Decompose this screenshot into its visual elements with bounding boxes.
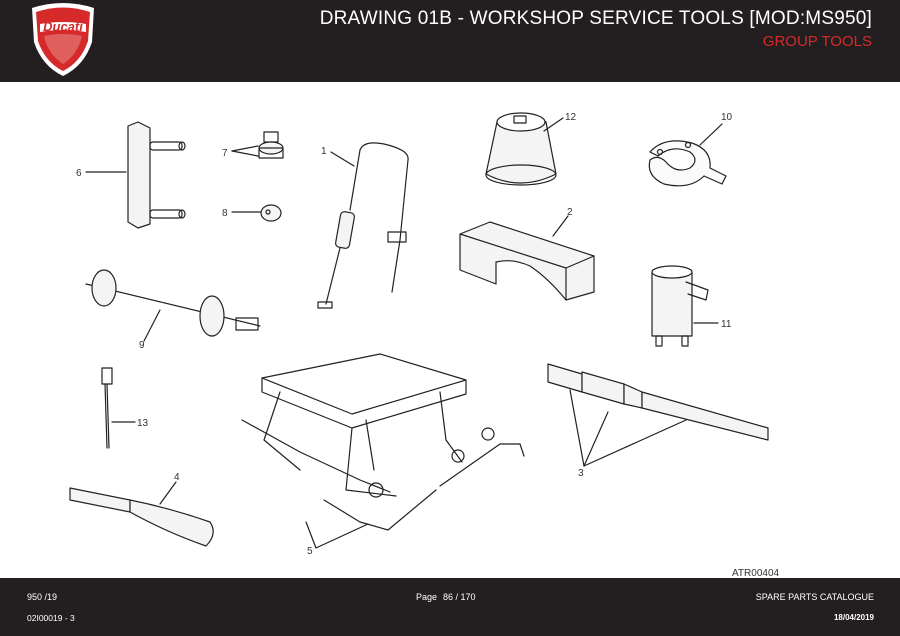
callout-4: 4	[174, 472, 180, 483]
tool-5-drawing	[241, 353, 525, 531]
ducati-logo-icon: Ducati	[32, 3, 94, 76]
callout-2: 2	[567, 207, 573, 218]
model-year: 950 /19	[27, 592, 58, 602]
callout-13: 13	[137, 418, 149, 429]
catalogue-name: SPARE PARTS CATALOGUE	[755, 592, 874, 602]
page-number: 86 / 170	[443, 592, 476, 602]
tool-7-drawing	[258, 131, 284, 159]
tool-2-drawing	[459, 221, 595, 301]
callout-3: 3	[578, 468, 584, 479]
callout-12: 12	[565, 112, 577, 123]
svg-text:Ducati: Ducati	[43, 19, 83, 34]
callout-6: 6	[76, 168, 82, 179]
callout-7: 7	[222, 148, 228, 159]
tool-9-drawing	[85, 269, 261, 337]
exploded-drawing: 1 2 3 4 5 6 7 8 9 10 11 12 13	[0, 82, 900, 578]
tool-8-drawing	[260, 204, 282, 222]
callout-10: 10	[721, 112, 733, 123]
callout-11: 11	[721, 319, 732, 330]
tool-1-drawing	[317, 142, 409, 309]
tool-3-drawing	[547, 363, 769, 441]
catalogue-code: 02I00019 - 3	[27, 613, 75, 623]
drawing-reference: ATR00404	[732, 568, 780, 579]
page-indicator: Page 86 / 170	[416, 592, 476, 602]
callout-8: 8	[222, 208, 228, 219]
page-label: Page	[416, 592, 438, 602]
page-title: DRAWING 01B - WORKSHOP SERVICE TOOLS [MO…	[319, 8, 872, 29]
callout-1: 1	[321, 146, 327, 157]
publish-date: 18/04/2019	[833, 613, 874, 622]
callout-9: 9	[139, 340, 145, 351]
tool-4-drawing	[69, 487, 214, 547]
footer: 950 /19 02I00019 - 3 Page 86 / 170 SPARE …	[0, 578, 900, 636]
page-subtitle: GROUP TOOLS	[762, 33, 872, 50]
tool-11-drawing	[651, 265, 709, 347]
tool-6-drawing	[127, 121, 186, 229]
header: Ducati DRAWING 01B - WORKSHOP SERVICE TO…	[0, 0, 900, 82]
tool-12-drawing	[485, 112, 557, 186]
tool-13-drawing	[101, 367, 113, 449]
tool-10-drawing	[648, 140, 727, 187]
callout-5: 5	[307, 546, 313, 557]
